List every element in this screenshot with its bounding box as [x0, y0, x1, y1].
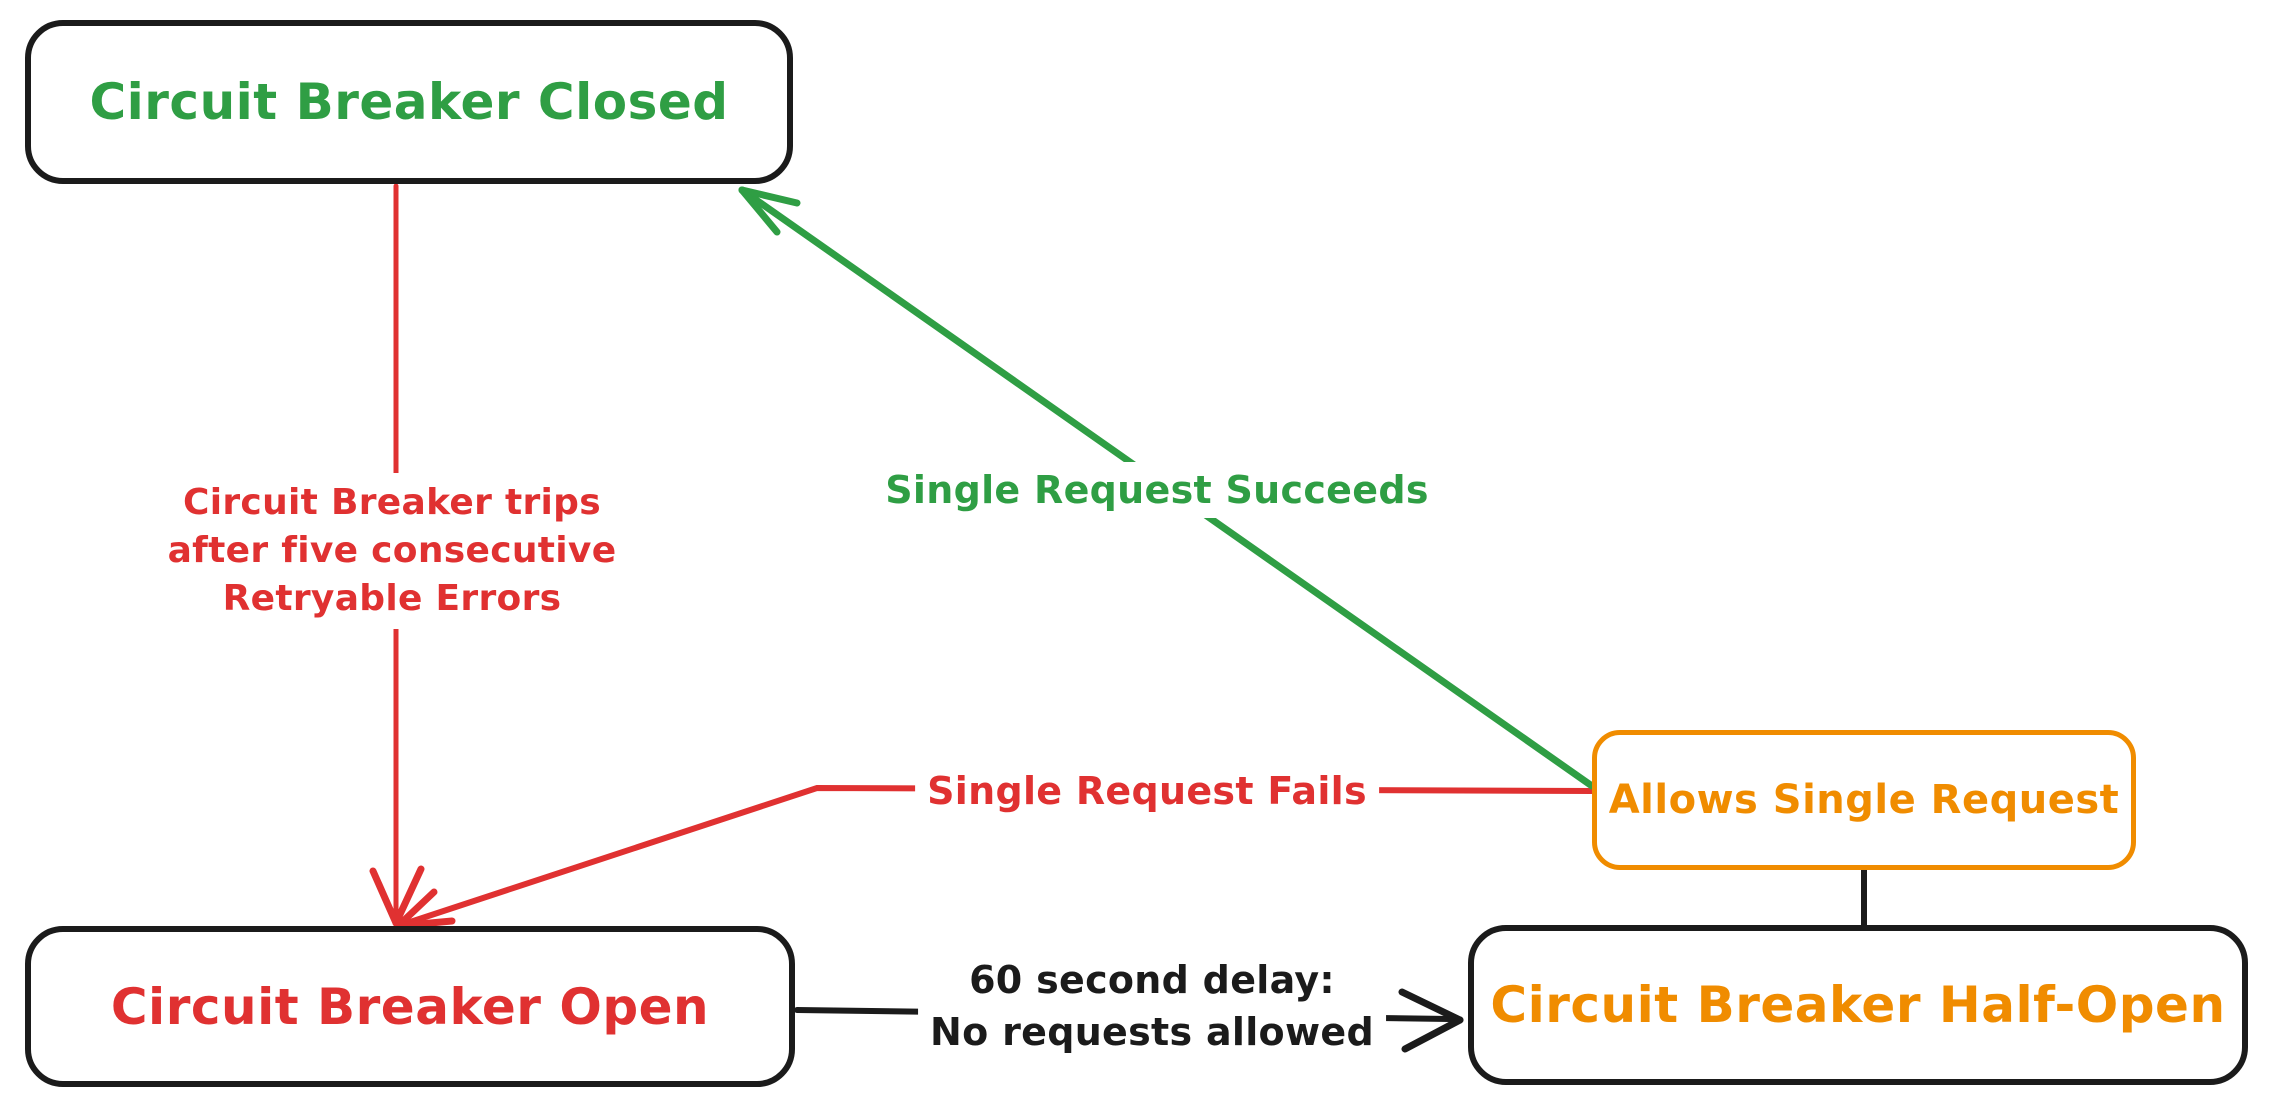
node-circuit-breaker-half-open[interactable]: Circuit Breaker Half-Open	[1468, 925, 2248, 1085]
node-open-label: Circuit Breaker Open	[110, 977, 710, 1036]
node-allows-single-request[interactable]: Allows Single Request	[1592, 730, 2136, 870]
node-allows-label: Allows Single Request	[1608, 777, 2120, 823]
edge-label-fails: Single Request Fails	[915, 763, 1379, 819]
node-closed-label: Circuit Breaker Closed	[89, 73, 729, 131]
node-half-open-label: Circuit Breaker Half-Open	[1490, 976, 2226, 1034]
node-circuit-breaker-open[interactable]: Circuit Breaker Open	[25, 926, 795, 1087]
edge-label-delay: 60 second delay: No requests allowed	[918, 948, 1386, 1064]
edge-label-succeeds: Single Request Succeeds	[873, 462, 1441, 518]
node-circuit-breaker-closed[interactable]: Circuit Breaker Closed	[25, 20, 793, 184]
edge-label-trips: Circuit Breaker trips after five consecu…	[155, 473, 629, 629]
